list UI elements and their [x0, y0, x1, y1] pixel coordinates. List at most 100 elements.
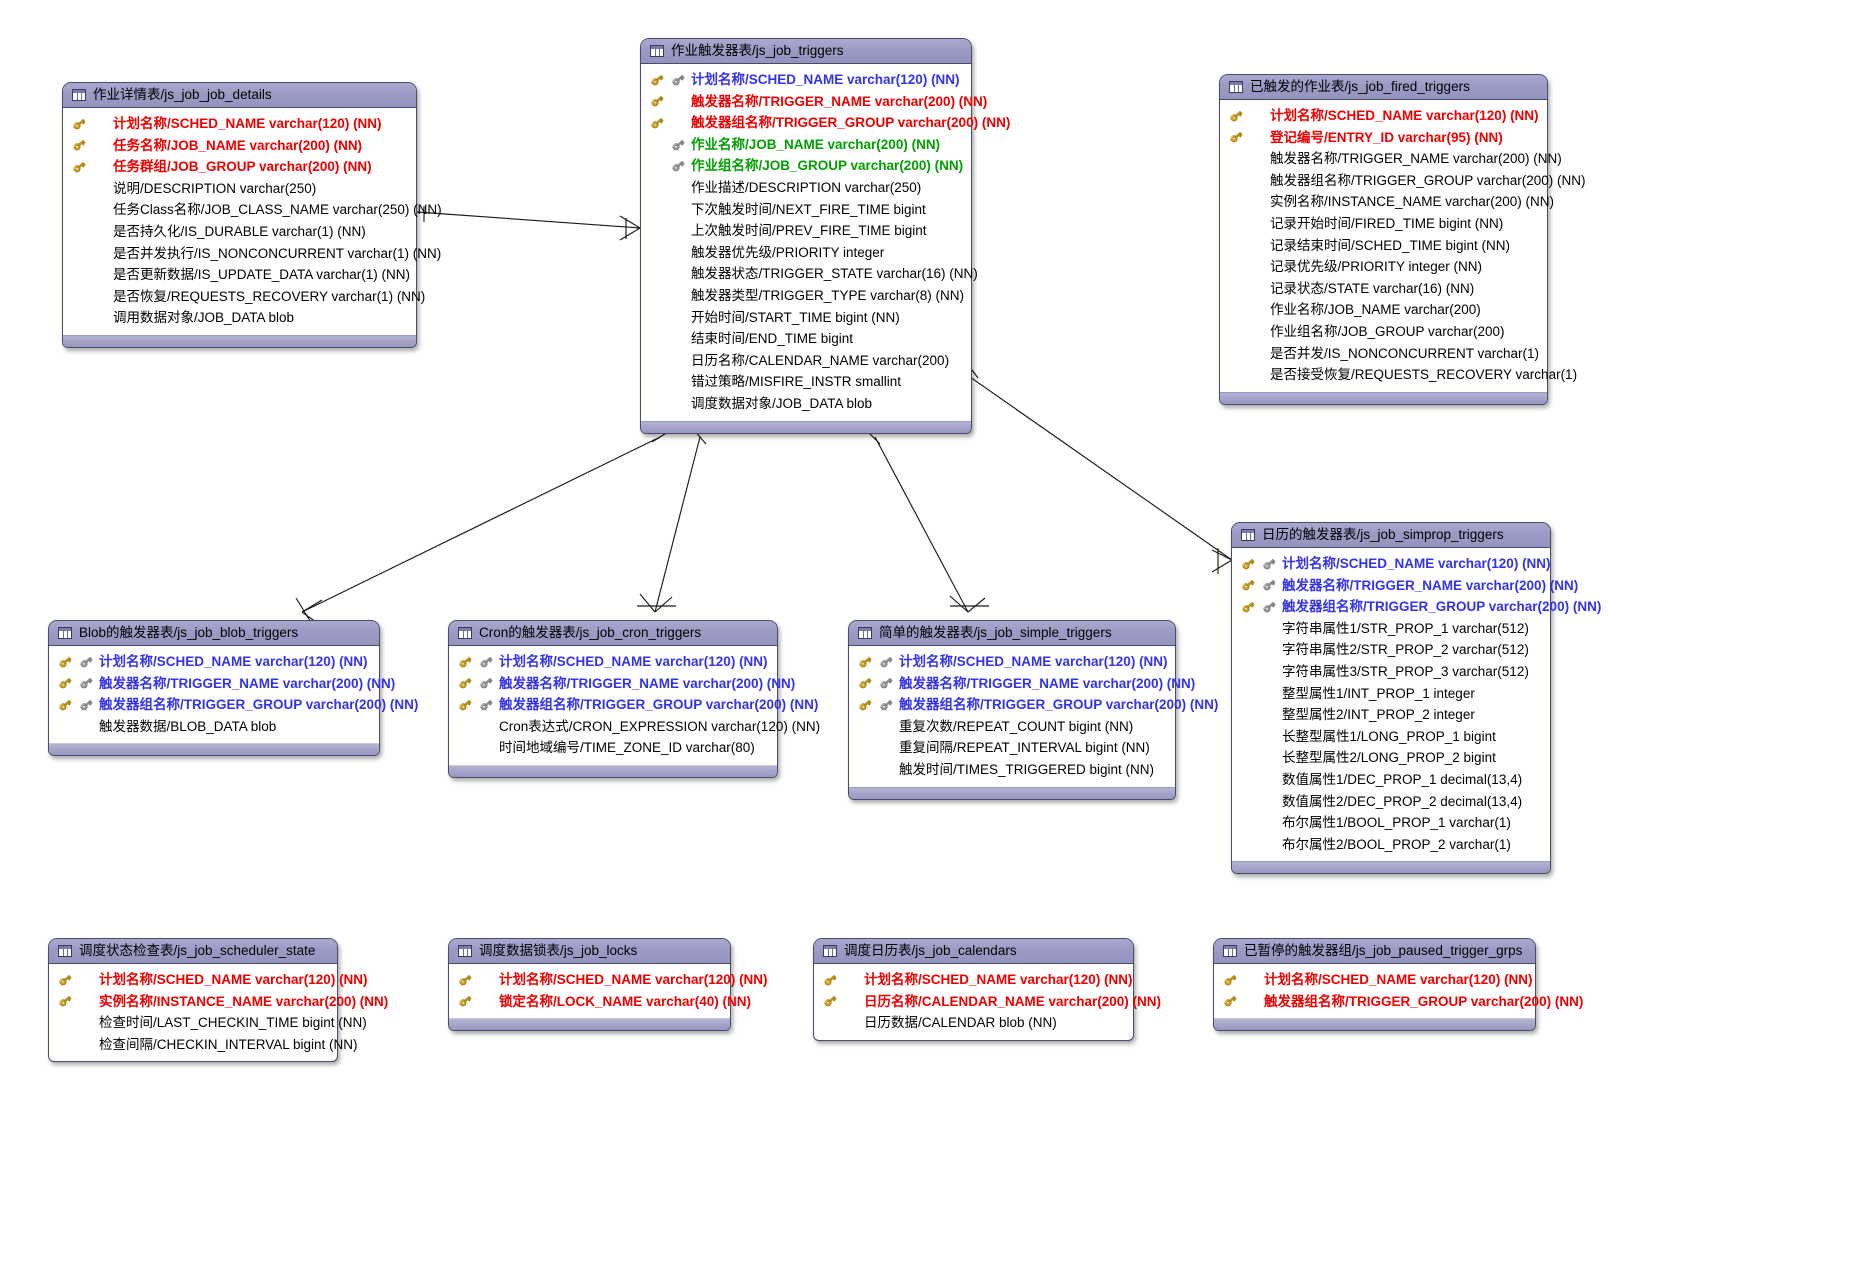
attribute-row[interactable]: 触发器名称/TRIGGER_NAME varchar(200) (NN): [1225, 148, 1562, 170]
entity-header-js_job_cron_triggers[interactable]: Cron的触发器表/js_job_cron_triggers: [449, 621, 777, 646]
attribute-row[interactable]: 是否接受恢复/REQUESTS_RECOVERY varchar(1): [1225, 364, 1577, 386]
attribute-row[interactable]: 计划名称/SCHED_NAME varchar(120) (NN): [454, 969, 768, 991]
attribute-row[interactable]: 作业组名称/JOB_GROUP varchar(200): [1225, 321, 1538, 343]
attribute-row[interactable]: 触发时间/TIMES_TRIGGERED bigint (NN): [854, 759, 1166, 781]
attribute-row[interactable]: 作业描述/DESCRIPTION varchar(250): [646, 177, 962, 199]
attribute-row[interactable]: 上次触发时间/PREV_FIRE_TIME bigint: [646, 220, 962, 242]
attribute-row[interactable]: 计划名称/SCHED_NAME varchar(120) (NN): [854, 651, 1168, 673]
attribute-row[interactable]: 是否持久化/IS_DURABLE varchar(1) (NN): [68, 221, 407, 243]
attribute-row[interactable]: 任务名称/JOB_NAME varchar(200) (NN): [68, 135, 407, 157]
attribute-row[interactable]: 记录结束时间/SCHED_TIME bigint (NN): [1225, 235, 1538, 257]
attribute-row[interactable]: 登记编号/ENTRY_ID varchar(95) (NN): [1225, 127, 1538, 149]
attribute-row[interactable]: 触发器组名称/TRIGGER_GROUP varchar(200) (NN): [454, 694, 818, 716]
attribute-row[interactable]: 整型属性1/INT_PROP_1 integer: [1237, 683, 1541, 705]
attribute-row[interactable]: 计划名称/SCHED_NAME varchar(120) (NN): [68, 113, 407, 135]
attribute-row[interactable]: 计划名称/SCHED_NAME varchar(120) (NN): [54, 969, 368, 991]
attribute-row[interactable]: 日历数据/CALENDAR blob (NN): [819, 1012, 1124, 1034]
attribute-row[interactable]: 布尔属性2/BOOL_PROP_2 varchar(1): [1237, 834, 1541, 856]
attribute-row[interactable]: 实例名称/INSTANCE_NAME varchar(200) (NN): [1225, 191, 1554, 213]
attribute-row[interactable]: 数值属性2/DEC_PROP_2 decimal(13,4): [1237, 791, 1541, 813]
attribute-row[interactable]: 触发器组名称/TRIGGER_GROUP varchar(200) (NN): [1219, 991, 1583, 1013]
attribute-row[interactable]: 触发器组名称/TRIGGER_GROUP varchar(200) (NN): [1237, 596, 1601, 618]
attribute-row[interactable]: 触发器组名称/TRIGGER_GROUP varchar(200) (NN): [646, 112, 1010, 134]
attribute-row[interactable]: 作业名称/JOB_NAME varchar(200): [1225, 299, 1538, 321]
attribute-row[interactable]: 任务Class名称/JOB_CLASS_NAME varchar(250) (N…: [68, 199, 442, 221]
attribute-row[interactable]: 触发器类型/TRIGGER_TYPE varchar(8) (NN): [646, 285, 964, 307]
attribute-row[interactable]: 触发器名称/TRIGGER_NAME varchar(200) (NN): [454, 673, 795, 695]
attribute-row[interactable]: Cron表达式/CRON_EXPRESSION varchar(120) (NN…: [454, 716, 820, 738]
attribute-row[interactable]: 错过策略/MISFIRE_INSTR smallint: [646, 371, 962, 393]
entity-header-js_job_fired_triggers[interactable]: 已触发的作业表/js_job_fired_triggers: [1220, 75, 1547, 100]
entity-header-js_job_job_details[interactable]: 作业详情表/js_job_job_details: [63, 83, 416, 108]
attribute-row[interactable]: 日历名称/CALENDAR_NAME varchar(200) (NN): [819, 991, 1161, 1013]
entity-header-js_job_triggers[interactable]: 作业触发器表/js_job_triggers: [641, 39, 971, 64]
entity-header-js_job_calendars[interactable]: 调度日历表/js_job_calendars: [814, 939, 1133, 964]
attribute-row[interactable]: 任务群组/JOB_GROUP varchar(200) (NN): [68, 156, 407, 178]
entity-header-js_job_simprop_triggers[interactable]: 日历的触发器表/js_job_simprop_triggers: [1232, 523, 1550, 548]
attribute-row[interactable]: 字符串属性3/STR_PROP_3 varchar(512): [1237, 661, 1541, 683]
attribute-row[interactable]: 触发器组名称/TRIGGER_GROUP varchar(200) (NN): [54, 694, 418, 716]
entity-header-js_job_locks[interactable]: 调度数据锁表/js_job_locks: [449, 939, 730, 964]
attribute-row[interactable]: 触发器名称/TRIGGER_NAME varchar(200) (NN): [1237, 575, 1578, 597]
attribute-row[interactable]: 是否并发/IS_NONCONCURRENT varchar(1): [1225, 343, 1539, 365]
entity-js_job_scheduler_state[interactable]: 调度状态检查表/js_job_scheduler_state 计划名称/SCHED…: [48, 938, 388, 1063]
attribute-row[interactable]: 作业组名称/JOB_GROUP varchar(200) (NN): [646, 155, 963, 177]
attribute-row[interactable]: 时间地域编号/TIME_ZONE_ID varchar(80): [454, 737, 768, 759]
attribute-row[interactable]: 计划名称/SCHED_NAME varchar(120) (NN): [1225, 105, 1539, 127]
entity-js_job_cron_triggers[interactable]: Cron的触发器表/js_job_cron_triggers 计划名称/SCHED…: [448, 620, 820, 778]
attribute-row[interactable]: 记录状态/STATE varchar(16) (NN): [1225, 278, 1538, 300]
entity-js_job_fired_triggers[interactable]: 已触发的作业表/js_job_fired_triggers 计划名称/SCHED_…: [1219, 74, 1586, 405]
attribute-row[interactable]: 调度数据对象/JOB_DATA blob: [646, 393, 962, 415]
attribute-row[interactable]: 调用数据对象/JOB_DATA blob: [68, 307, 407, 329]
attribute-row[interactable]: 计划名称/SCHED_NAME varchar(120) (NN): [54, 651, 370, 673]
attribute-row[interactable]: 计划名称/SCHED_NAME varchar(120) (NN): [646, 69, 962, 91]
entity-header-js_job_paused_trigger_grps[interactable]: 已暂停的触发器组/js_job_paused_trigger_grps: [1214, 939, 1535, 964]
attribute-row[interactable]: 字符串属性2/STR_PROP_2 varchar(512): [1237, 639, 1541, 661]
attribute-row[interactable]: 整型属性2/INT_PROP_2 integer: [1237, 704, 1541, 726]
attribute-row[interactable]: 长整型属性2/LONG_PROP_2 bigint: [1237, 747, 1541, 769]
attribute-row[interactable]: 触发器名称/TRIGGER_NAME varchar(200) (NN): [854, 673, 1195, 695]
entity-header-js_job_blob_triggers[interactable]: Blob的触发器表/js_job_blob_triggers: [49, 621, 379, 646]
attribute-row[interactable]: 结束时间/END_TIME bigint: [646, 328, 962, 350]
entity-js_job_triggers[interactable]: 作业触发器表/js_job_triggers 计划名称/SCHED_NAME va…: [640, 38, 1010, 434]
entity-js_job_calendars[interactable]: 调度日历表/js_job_calendars 计划名称/SCHED_NAME va…: [813, 938, 1161, 1041]
attribute-row[interactable]: 触发器数据/BLOB_DATA blob: [54, 716, 370, 738]
attribute-row[interactable]: 触发器组名称/TRIGGER_GROUP varchar(200) (NN): [1225, 170, 1586, 192]
attribute-row[interactable]: 记录开始时间/FIRED_TIME bigint (NN): [1225, 213, 1538, 235]
entity-js_job_locks[interactable]: 调度数据锁表/js_job_locks 计划名称/SCHED_NAME varch…: [448, 938, 768, 1032]
attribute-row[interactable]: 是否更新数据/IS_UPDATE_DATA varchar(1) (NN): [68, 264, 410, 286]
attribute-row[interactable]: 布尔属性1/BOOL_PROP_1 varchar(1): [1237, 812, 1541, 834]
entity-header-js_job_scheduler_state[interactable]: 调度状态检查表/js_job_scheduler_state: [49, 939, 337, 964]
attribute-row[interactable]: 触发器优先级/PRIORITY integer: [646, 242, 962, 264]
attribute-row[interactable]: 是否恢复/REQUESTS_RECOVERY varchar(1) (NN): [68, 286, 425, 308]
entity-header-js_job_simple_triggers[interactable]: 简单的触发器表/js_job_simple_triggers: [849, 621, 1175, 646]
attribute-row[interactable]: 计划名称/SCHED_NAME varchar(120) (NN): [819, 969, 1133, 991]
attribute-row[interactable]: 触发器名称/TRIGGER_NAME varchar(200) (NN): [646, 91, 987, 113]
attribute-row[interactable]: 检查间隔/CHECKIN_INTERVAL bigint (NN): [54, 1034, 358, 1056]
attribute-row[interactable]: 下次触发时间/NEXT_FIRE_TIME bigint: [646, 199, 962, 221]
attribute-row[interactable]: 记录优先级/PRIORITY integer (NN): [1225, 256, 1538, 278]
attribute-row[interactable]: 数值属性1/DEC_PROP_1 decimal(13,4): [1237, 769, 1541, 791]
attribute-row[interactable]: 日历名称/CALENDAR_NAME varchar(200): [646, 350, 962, 372]
attribute-row[interactable]: 长整型属性1/LONG_PROP_1 bigint: [1237, 726, 1541, 748]
attribute-row[interactable]: 检查时间/LAST_CHECKIN_TIME bigint (NN): [54, 1012, 367, 1034]
attribute-row[interactable]: 重复间隔/REPEAT_INTERVAL bigint (NN): [854, 737, 1166, 759]
attribute-row[interactable]: 是否并发执行/IS_NONCONCURRENT varchar(1) (NN): [68, 243, 441, 265]
attribute-row[interactable]: 触发器状态/TRIGGER_STATE varchar(16) (NN): [646, 263, 978, 285]
entity-js_job_blob_triggers[interactable]: Blob的触发器表/js_job_blob_triggers 计划名称/SCHED…: [48, 620, 418, 757]
attribute-row[interactable]: 作业名称/JOB_NAME varchar(200) (NN): [646, 134, 962, 156]
attribute-row[interactable]: 计划名称/SCHED_NAME varchar(120) (NN): [454, 651, 768, 673]
attribute-row[interactable]: 实例名称/INSTANCE_NAME varchar(200) (NN): [54, 991, 388, 1013]
entity-js_job_job_details[interactable]: 作业详情表/js_job_job_details 计划名称/SCHED_NAME …: [62, 82, 442, 348]
attribute-row[interactable]: 锁定名称/LOCK_NAME varchar(40) (NN): [454, 991, 751, 1013]
entity-js_job_paused_trigger_grps[interactable]: 已暂停的触发器组/js_job_paused_trigger_grps 计划名称/…: [1213, 938, 1583, 1032]
attribute-row[interactable]: 重复次数/REPEAT_COUNT bigint (NN): [854, 716, 1166, 738]
attribute-row[interactable]: 说明/DESCRIPTION varchar(250): [68, 178, 407, 200]
entity-js_job_simple_triggers[interactable]: 简单的触发器表/js_job_simple_triggers 计划名称/SCHED…: [848, 620, 1218, 800]
attribute-row[interactable]: 字符串属性1/STR_PROP_1 varchar(512): [1237, 618, 1541, 640]
attribute-row[interactable]: 触发器名称/TRIGGER_NAME varchar(200) (NN): [54, 673, 395, 695]
attribute-row[interactable]: 开始时间/START_TIME bigint (NN): [646, 307, 962, 329]
attribute-row[interactable]: 计划名称/SCHED_NAME varchar(120) (NN): [1219, 969, 1533, 991]
attribute-row[interactable]: 触发器组名称/TRIGGER_GROUP varchar(200) (NN): [854, 694, 1218, 716]
